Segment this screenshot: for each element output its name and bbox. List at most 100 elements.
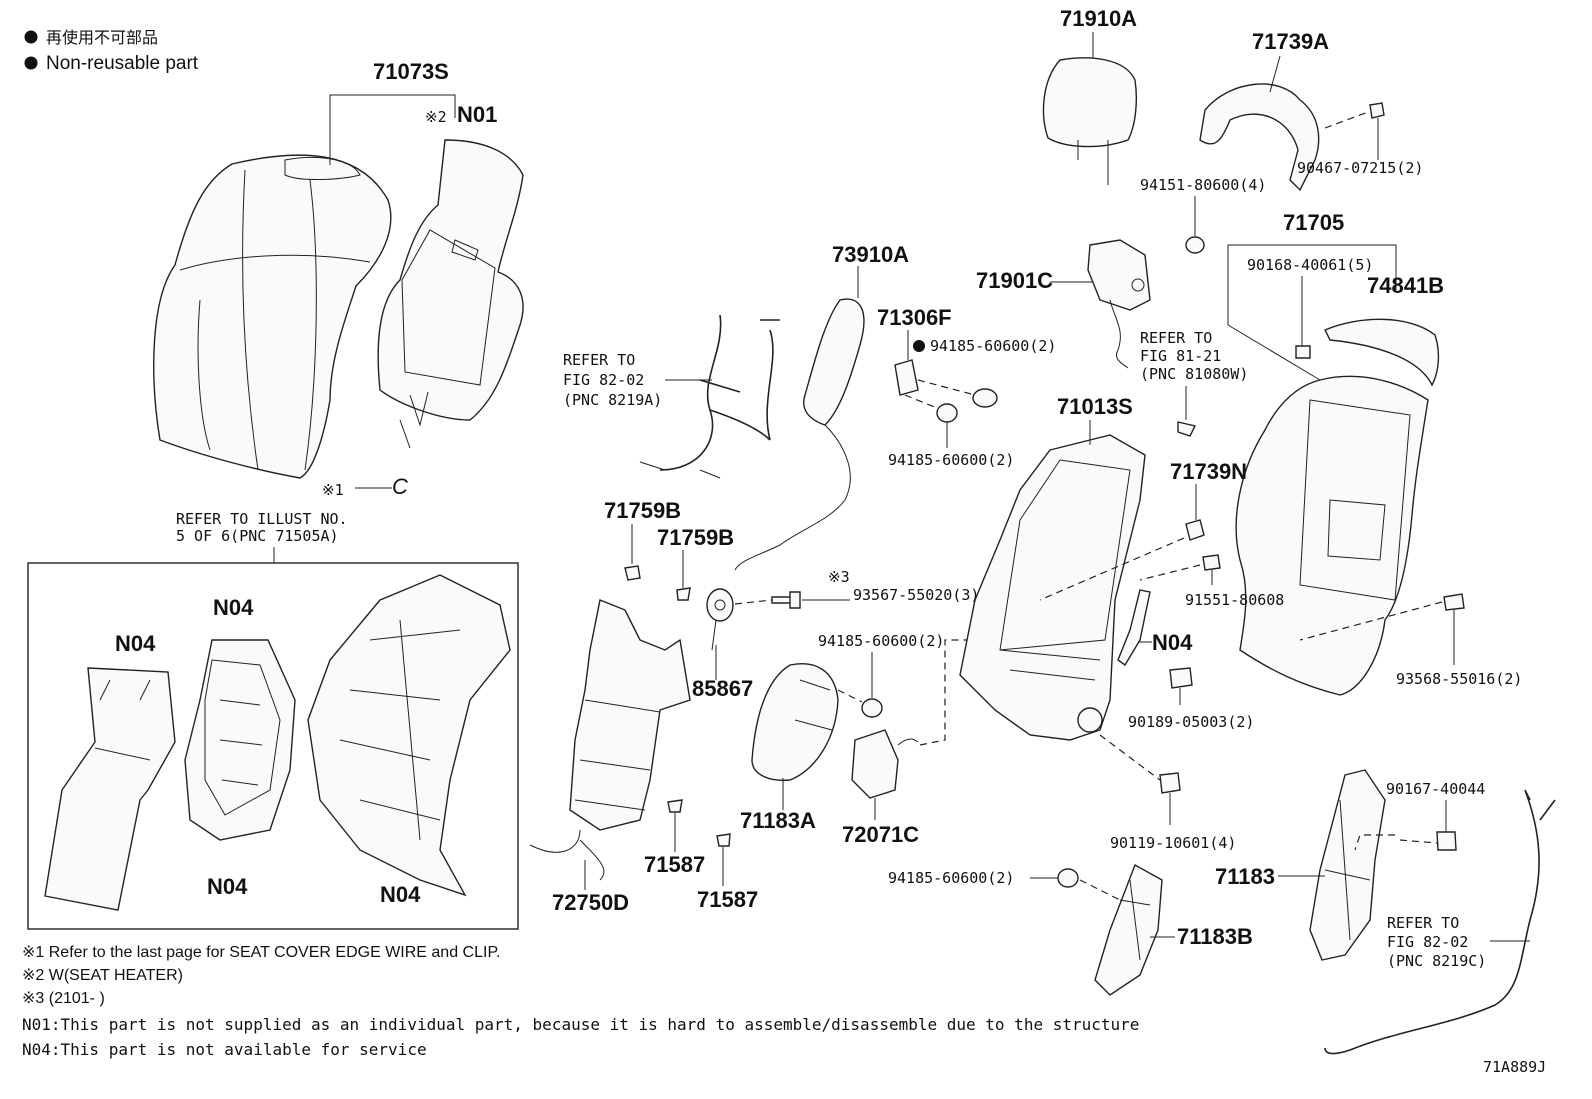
nut-94151 [1185,236,1205,254]
part-label-71073S: 71073S [373,59,449,84]
part-label-71183B: 71183B [1177,924,1253,949]
part-71183B [1094,863,1163,996]
bolt-93567 [771,591,801,609]
bolt-93568 [1443,593,1465,611]
part-label-94151: 94151-80600(4) [1140,176,1266,194]
part-label-94185-d: 94185-60600(2) [888,869,1014,887]
footnote-1: ※1 Refer to the last page for SEAT COVER… [22,944,501,961]
harness-8219C [1324,789,1556,1055]
part-label-N04-a: N04 [115,631,156,656]
part-71183A [751,663,839,782]
part-85867 [706,588,734,651]
part-label-N04-d: N04 [380,882,421,907]
part-label-71759B-b: 71759B [657,525,734,550]
dash-94185-a [917,379,976,396]
part-label-90119: 90119-10601(4) [1110,834,1236,852]
footnote-N01: N01:This part is not supplied as an indi… [22,1015,1139,1034]
screw-90167 [1436,831,1457,851]
part-71739N [1185,519,1205,541]
part-label-71183A: 71183A [740,808,816,833]
mark-93567: ※3 [828,568,850,586]
part-label-94185-c: 94185-60600(2) [818,632,944,650]
bolt-91551 [1202,554,1221,571]
footnote-2: ※2 W(SEAT HEATER) [22,967,183,984]
part-74841B [1324,318,1440,387]
legend-english: Non-reusable part [46,53,199,74]
ref4-line3: (PNC 8219C) [1387,952,1486,970]
ref1-line1: REFER TO [563,351,635,369]
ref2-line3: (PNC 81080W) [1140,365,1248,383]
clip-71587-a [667,799,683,813]
dash-94185-c [837,689,863,703]
part-71901C [1087,239,1151,369]
part-label-C: C [392,474,408,499]
nut-94185-d [1057,868,1079,888]
part-label-93568: 93568-55016(2) [1396,670,1522,688]
dash-93567 [734,599,773,605]
ref3-line1: REFER TO ILLUST NO. [176,510,348,528]
back-board-71705 [1235,375,1429,696]
part-label-71910A: 71910A [1060,6,1137,31]
part-label-91551: 91551-80608 [1185,591,1284,609]
clip-71759B-a [624,565,641,581]
part-label-71705: 71705 [1283,210,1344,235]
part-73910A [734,298,865,571]
harness-8219A [639,314,780,479]
part-label-71183: 71183 [1215,864,1275,889]
non-reusable-bullet-icon [913,340,925,352]
part-72750D [529,599,691,881]
footnote-N04: N04:This part is not available for servi… [22,1040,427,1059]
part-N04-right [1117,589,1151,667]
dash-91551 [1139,564,1201,581]
ref2-line2: FIG 81-21 [1140,347,1221,365]
part-label-74841B: 74841B [1367,273,1444,298]
ref4-line2: FIG 82-02 [1387,933,1468,951]
part-label-94185-a: 94185-60600(2) [930,337,1056,355]
screw-90168 [1295,345,1311,359]
figure-id: 71A889J [1483,1058,1546,1076]
part-label-90168: 90168-40061(5) [1247,256,1373,274]
part-label-72750D: 72750D [552,890,629,915]
legend: 再使用不可部品 Non-reusable part [24,29,199,74]
clip-71759B-b [676,587,691,601]
part-label-N04-right: N04 [1152,630,1193,655]
clip-90189 [1169,667,1193,689]
mark-clip: ※1 [322,481,344,499]
part-label-90189: 90189-05003(2) [1128,713,1254,731]
leader-71739A [1269,55,1281,93]
part-label-71587-a: 71587 [644,852,705,877]
non-reusable-bullet-icon [24,30,38,44]
part-label-N01: N01 [457,102,497,127]
bolt-90119 [1159,772,1181,794]
part-label-71739A: 71739A [1252,29,1329,54]
part-label-71013S: 71013S [1057,394,1133,419]
clip-90467 [1369,102,1385,119]
mark-N01: ※2 [425,108,447,126]
part-label-72071C: 72071C [842,822,919,847]
ref3-line2: 5 OF 6(PNC 71505A) [176,527,339,545]
nut-94185-b [936,403,958,423]
ref1-line2: FIG 82-02 [563,371,644,389]
dash-71739N [1039,537,1185,601]
pad-group-box [27,562,519,930]
footnotes: ※1 Refer to the last page for SEAT COVER… [22,944,1139,1059]
part-label-71587-b: 71587 [697,887,758,912]
leader-71705-b [1227,324,1321,381]
dash-90119 [1099,734,1161,781]
ref4-line1: REFER TO [1387,914,1459,932]
dash-90167 [1399,839,1438,844]
part-71306F [894,359,919,396]
part-label-N04-c: N04 [207,874,248,899]
headrest-71910A [1042,57,1137,185]
nut-94185-a [972,388,998,408]
part-label-73910A: 73910A [832,242,909,267]
part-label-71759B-a: 71759B [604,498,681,523]
heater-pad-N01 [377,139,524,449]
dash-90467 [1324,111,1369,129]
non-reusable-bullet-icon [24,56,38,70]
part-label-85867: 85867 [692,676,753,701]
dash-93568 [1299,601,1443,641]
part-label-71306F: 71306F [877,305,952,330]
